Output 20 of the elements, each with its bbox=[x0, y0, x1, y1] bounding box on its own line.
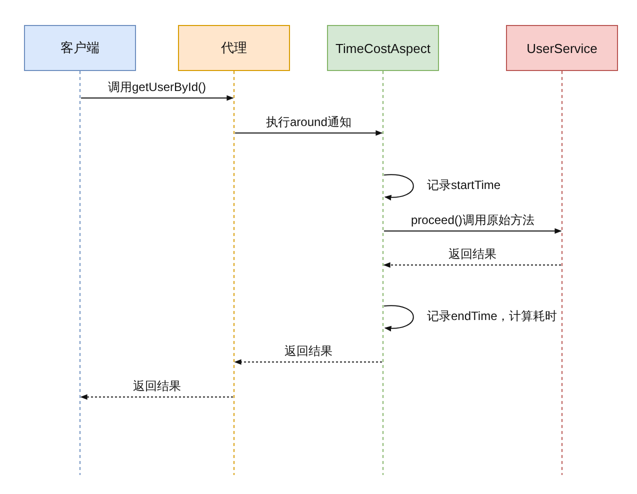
message-label: 调用getUserById() bbox=[106, 80, 208, 95]
participant-box: 代理 bbox=[178, 25, 290, 71]
participant-box: TimeCostAspect bbox=[327, 25, 439, 71]
return-arrow bbox=[234, 359, 382, 365]
return-arrow bbox=[80, 394, 234, 400]
message-arrow bbox=[384, 228, 562, 234]
message-label: 返回结果 bbox=[446, 247, 498, 262]
message-arrow bbox=[80, 95, 234, 101]
participant-box: UserService bbox=[506, 25, 618, 71]
message-label: 返回结果 bbox=[282, 344, 334, 359]
self-message-arrow bbox=[384, 174, 414, 200]
self-message-arrow bbox=[384, 305, 414, 332]
message-label: 记录startTime bbox=[425, 178, 503, 193]
message-label: 返回结果 bbox=[131, 379, 183, 394]
participant-box: 客户端 bbox=[24, 25, 136, 71]
message-label: 记录endTime，计算耗时 bbox=[425, 309, 560, 324]
return-arrow bbox=[383, 262, 562, 268]
message-arrow bbox=[234, 130, 383, 136]
message-label: proceed()调用原始方法 bbox=[409, 213, 536, 228]
message-label: 执行around通知 bbox=[264, 115, 354, 130]
